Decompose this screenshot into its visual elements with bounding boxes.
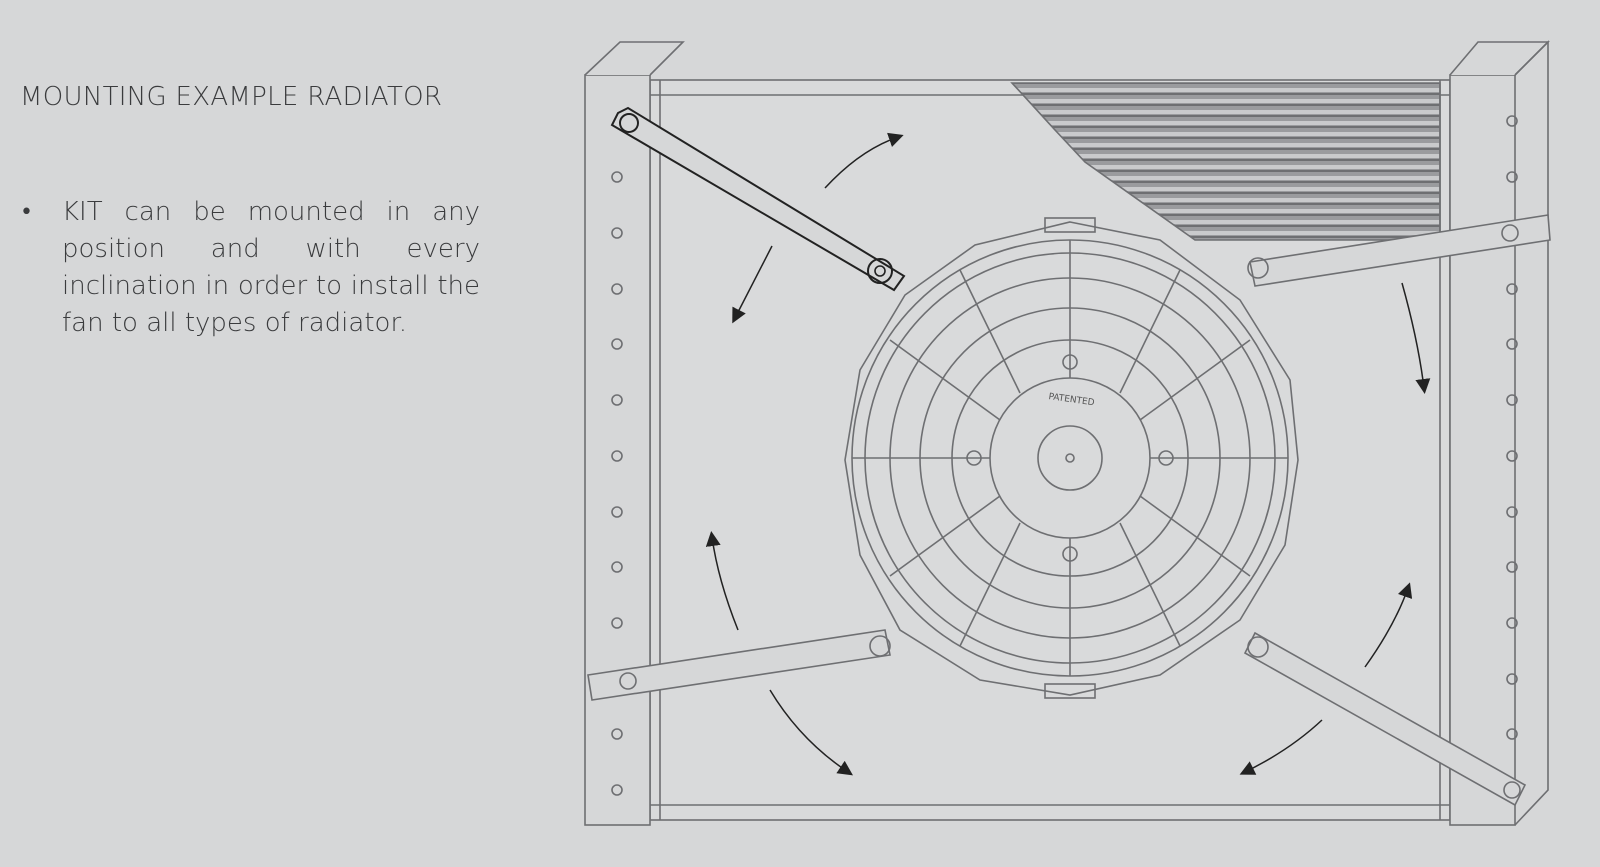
- bracket-bottom-right: [1243, 631, 1527, 807]
- fan-assembly: [844, 217, 1299, 699]
- bracket-bottom-left: [587, 629, 891, 701]
- rotation-arrow-icon: [1239, 719, 1323, 775]
- bracket-top-left: [610, 106, 906, 292]
- rotation-arrow-icon: [824, 132, 904, 189]
- bullet-text: KIT can be mounted in any position and w…: [62, 197, 480, 338]
- bullet-icon: •: [20, 200, 33, 225]
- rotation-arrow-icon: [1364, 582, 1413, 668]
- bullet-list: • KIT can be mounted in any position and…: [18, 194, 480, 342]
- left-tank: [584, 41, 685, 826]
- list-item: • KIT can be mounted in any position and…: [18, 194, 480, 342]
- rotation-arrow-icon: [732, 245, 773, 324]
- right-tank: [1439, 40, 1550, 826]
- bracket-top-right: [1247, 214, 1551, 287]
- rotation-arrows: [705, 132, 1431, 776]
- section-title: MOUNTING EXAMPLE RADIATOR: [20, 82, 443, 112]
- radiator-mounting-illustration: PATENTED: [584, 40, 1551, 826]
- rotation-arrow-icon: [769, 689, 853, 776]
- rotation-arrow-icon: [705, 531, 739, 631]
- rotation-arrow-icon: [1401, 282, 1431, 394]
